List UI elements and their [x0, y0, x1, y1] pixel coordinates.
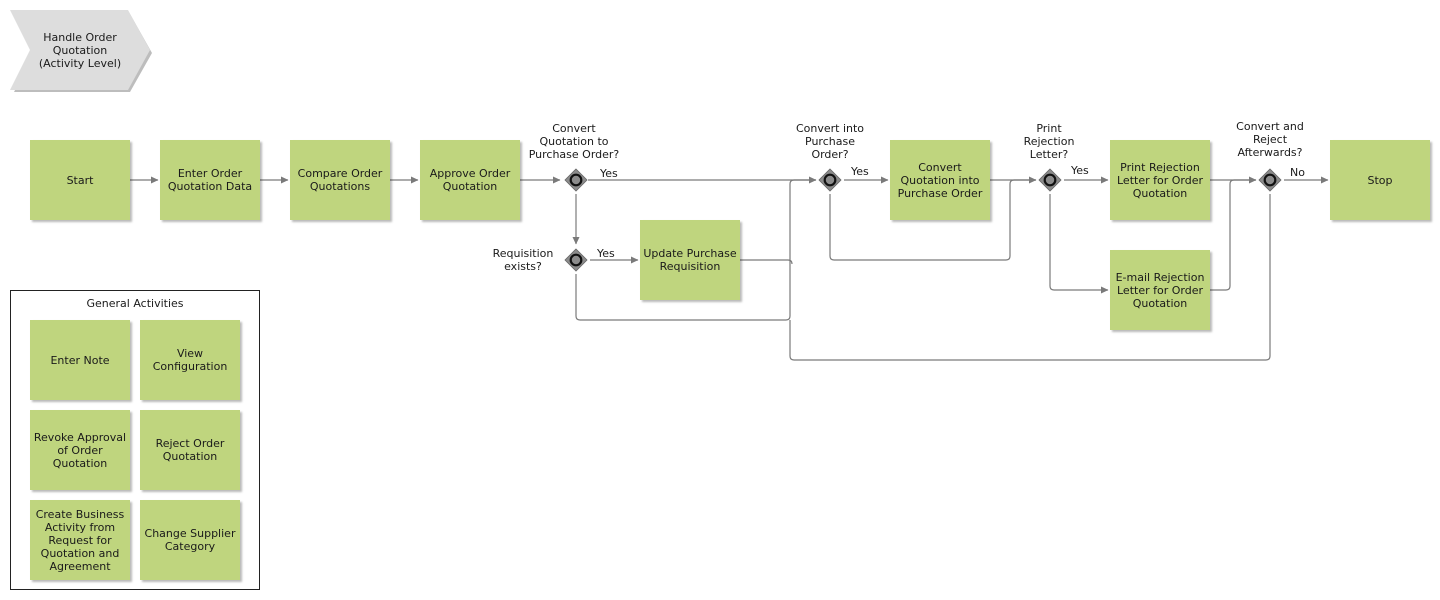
gateway-label-convert-quotation: Convert Quotation to Purchase Order? [528, 122, 620, 161]
activity-email-rejection-letter[interactable]: E-mail Rejection Letter for Order Quotat… [1110, 250, 1210, 330]
gateway-requisition-exists[interactable] [564, 248, 588, 272]
activity-approve-order-quotation-label: Approve Order Quotation [429, 167, 511, 193]
gateway-label-print-rejection-letter: Print Rejection Letter? [1023, 122, 1075, 161]
gateway-label-convert-into-purchase-order: Convert into Purchase Order? [795, 122, 865, 161]
activity-enter-order-quotation-data[interactable]: Enter Order Quotation Data [160, 140, 260, 220]
general-create-business-activity-label: Create Business Activity from Request fo… [35, 507, 125, 573]
gateway-print-rejection-letter[interactable] [1038, 168, 1062, 192]
activity-stop-label: Stop [1367, 173, 1393, 187]
general-revoke-approval[interactable]: Revoke Approval of Order Quotation [30, 410, 130, 490]
general-enter-note[interactable]: Enter Note [30, 320, 130, 400]
flow-g4-no-email [1049, 194, 1109, 294]
gateway-convert-quotation[interactable] [564, 168, 588, 192]
gateway-convert-and-reject[interactable] [1258, 168, 1282, 192]
general-change-supplier-category-label: Change Supplier Category [144, 527, 236, 553]
flow-update-merge [740, 259, 793, 265]
activity-update-purchase-requisition[interactable]: Update Purchase Requisition [640, 220, 740, 300]
flow-email-g5 [1210, 179, 1256, 291]
flow-g2-no [575, 179, 816, 321]
activity-convert-quotation-label: Convert Quotation into Purchase Order [897, 160, 983, 200]
edge-label-yes-g1: Yes [600, 167, 618, 180]
general-reject-order-quotation[interactable]: Reject Order Quotation [140, 410, 240, 490]
process-title: Handle Order Quotation (Activity Level) [38, 31, 122, 70]
flow-g5-loop [789, 194, 1271, 361]
edge-label-yes-g3: Yes [851, 165, 869, 178]
activity-email-rejection-letter-label: E-mail Rejection Letter for Order Quotat… [1115, 270, 1205, 310]
gateway-label-requisition-exists: Requisition exists? [492, 247, 554, 273]
general-revoke-approval-label: Revoke Approval of Order Quotation [33, 430, 127, 470]
activity-compare-order-quotations[interactable]: Compare Order Quotations [290, 140, 390, 220]
activity-start-label: Start [66, 173, 94, 187]
activity-compare-order-quotations-label: Compare Order Quotations [297, 167, 383, 193]
flow-g3-no [829, 179, 1036, 261]
activity-print-rejection-letter-label: Print Rejection Letter for Order Quotati… [1117, 160, 1203, 200]
process-title-chevron [10, 10, 152, 92]
edge-label-yes-g4: Yes [1071, 164, 1089, 177]
edge-label-yes-g2: Yes [597, 247, 615, 260]
general-enter-note-label: Enter Note [50, 353, 110, 367]
activity-start[interactable]: Start [30, 140, 130, 220]
general-reject-order-quotation-label: Reject Order Quotation [155, 437, 225, 463]
general-view-configuration-label: View Configuration [152, 347, 228, 373]
activity-enter-order-quotation-data-label: Enter Order Quotation Data [167, 167, 253, 193]
edge-label-no-g5: No [1290, 166, 1305, 179]
general-view-configuration[interactable]: View Configuration [140, 320, 240, 400]
general-create-business-activity[interactable]: Create Business Activity from Request fo… [30, 500, 130, 580]
gateway-convert-into-purchase-order[interactable] [818, 168, 842, 192]
gateway-label-convert-and-reject: Convert and Reject Afterwards? [1236, 120, 1304, 159]
activity-update-purchase-requisition-label: Update Purchase Requisition [643, 247, 737, 273]
general-change-supplier-category[interactable]: Change Supplier Category [140, 500, 240, 580]
activity-print-rejection-letter[interactable]: Print Rejection Letter for Order Quotati… [1110, 140, 1210, 220]
activity-approve-order-quotation[interactable]: Approve Order Quotation [420, 140, 520, 220]
activity-convert-quotation-into-purchase-order[interactable]: Convert Quotation into Purchase Order [890, 140, 990, 220]
activity-stop[interactable]: Stop [1330, 140, 1430, 220]
general-activities-title: General Activities [86, 297, 184, 310]
